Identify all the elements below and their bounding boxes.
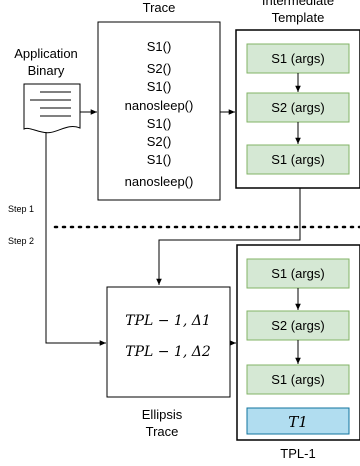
ellipsis-trace-label-1: Ellipsis: [142, 407, 183, 422]
trace-call-3: S1(): [147, 79, 172, 94]
intermediate-title-1: Intermediate: [262, 0, 334, 8]
trace-call-6: S2(): [147, 134, 172, 149]
app-binary-label-2: Binary: [28, 63, 65, 78]
tpl1-entry-3-label: S1 (args): [271, 372, 324, 387]
template-entry-1-label: S1 (args): [271, 51, 324, 66]
trace-call-4: nanosleep(): [125, 98, 194, 113]
tpl1-caption: TPL-1: [280, 446, 315, 461]
tpl1-marker-box: [246, 407, 350, 435]
trace-call-5: S1(): [147, 116, 172, 131]
ellipsis-line-1: TPL − 1, Δ1: [125, 313, 211, 329]
trace-box: [97, 21, 221, 201]
tpl1-entry-1-label: S1 (args): [271, 266, 324, 281]
connector-template-to-ellipsis: [156, 188, 301, 285]
tpl1-marker-label: T1: [288, 413, 308, 431]
trace-call-1: S1(): [147, 39, 172, 54]
tpl1-entry-1: [246, 258, 350, 289]
app-binary-label-1: Application: [14, 46, 78, 61]
trace-call-2: S2(): [147, 61, 172, 76]
tpl1-entry-2: [246, 310, 350, 341]
template-entry-3: [246, 144, 350, 175]
ellipsis-trace-label-2: Trace: [146, 424, 179, 439]
intermediate-title-2: Template: [272, 10, 325, 25]
tpl1-entry-2-label: S2 (args): [271, 318, 324, 333]
step2-label: Step 2: [8, 236, 34, 246]
ellipsis-trace-box: [106, 286, 231, 398]
step1-label: Step 1: [8, 204, 34, 214]
template-entry-2-label: S2 (args): [271, 100, 324, 115]
trace-call-7: S1(): [147, 152, 172, 167]
template-entry-1: [246, 43, 350, 74]
tpl1-entry-3: [246, 364, 350, 395]
trace-call-8: nanosleep(): [125, 174, 194, 189]
document-icon: [23, 83, 81, 134]
trace-calls: S1() S2() S1() nanosleep() S1() S2() S1(…: [125, 39, 194, 189]
template-entry-3-label: S1 (args): [271, 152, 324, 167]
trace-title: Trace: [143, 0, 176, 15]
ellipsis-line-2: TPL − 1, Δ2: [125, 344, 211, 360]
connector-binary-to-ellipsis: [45, 132, 106, 346]
template-entry-2: [246, 92, 350, 123]
